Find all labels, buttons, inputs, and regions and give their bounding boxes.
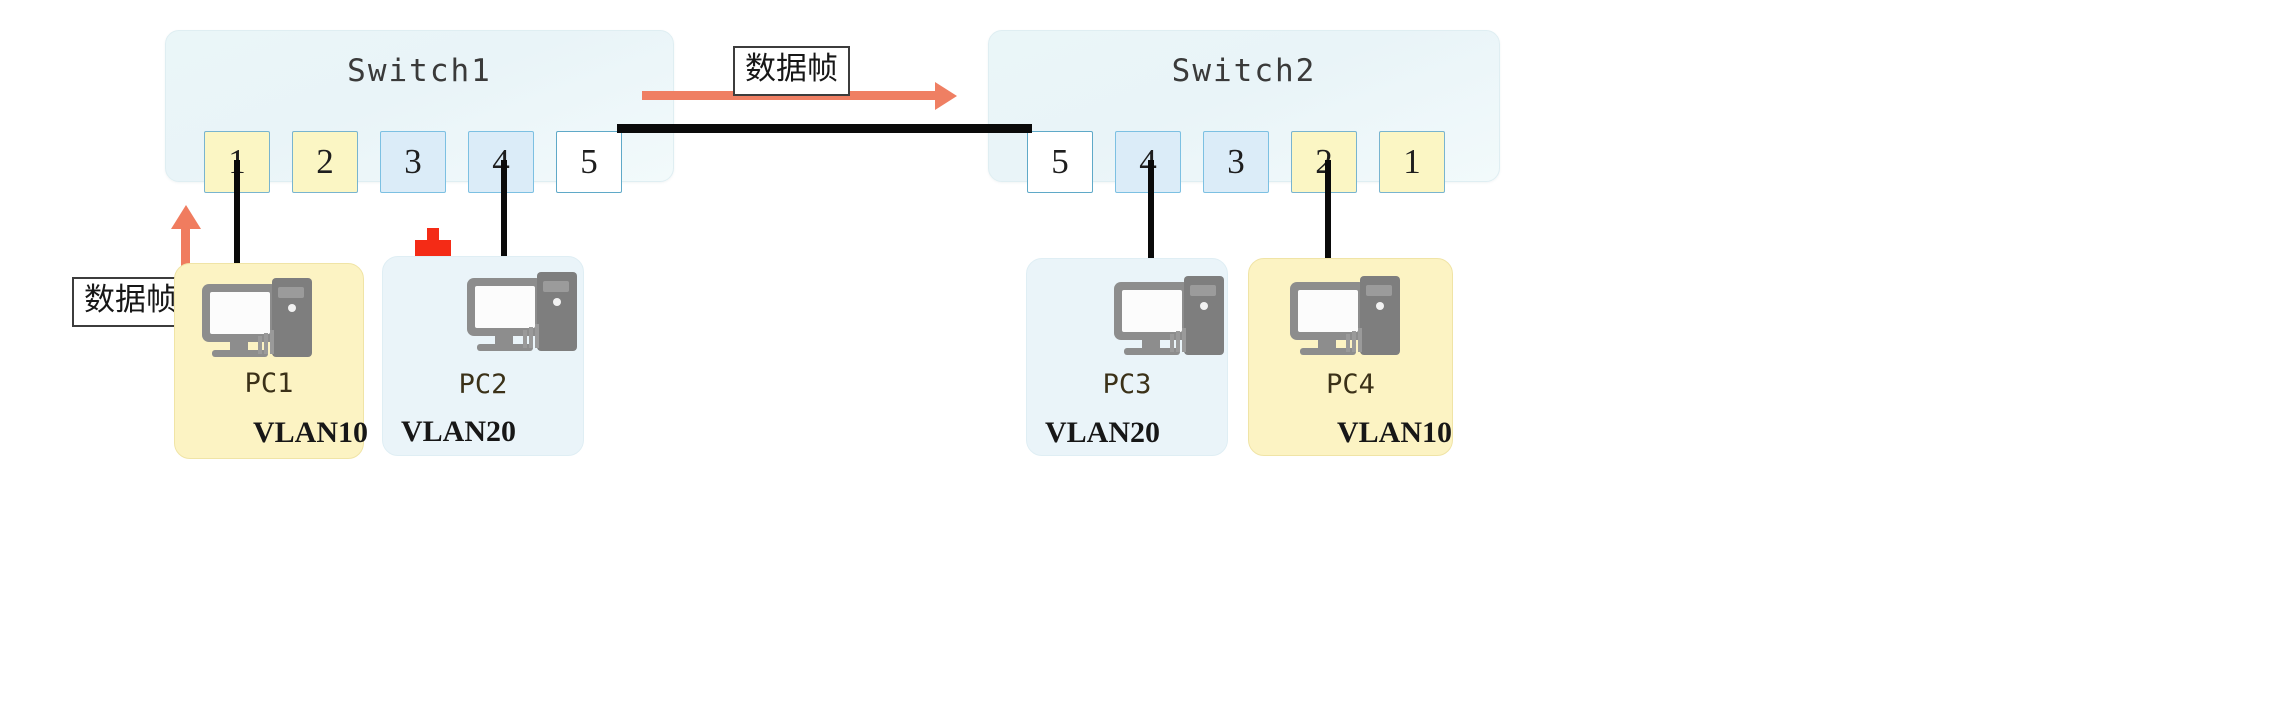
pc3-computer-icon bbox=[1114, 276, 1224, 355]
switch1-port-3[interactable]: 3 bbox=[380, 131, 446, 193]
trunk-link-line bbox=[617, 124, 1032, 133]
trunk-frame-label: 数据帧 bbox=[733, 46, 850, 96]
switch2-chassis[interactable]: Switch2 5 4 3 2 1 bbox=[988, 30, 1500, 193]
pc1-computer-icon bbox=[202, 278, 312, 357]
switch1-port-2[interactable]: 2 bbox=[292, 131, 358, 193]
blocked-cross-icon bbox=[415, 228, 451, 269]
access-frame-label: 数据帧 bbox=[72, 277, 189, 327]
switch2-port-row: 5 4 3 2 1 bbox=[1027, 131, 1445, 193]
switch1-port-row: 1 2 3 4 5 bbox=[204, 131, 622, 193]
pc4-computer-icon bbox=[1290, 276, 1400, 355]
pc1-label: PC1 bbox=[244, 368, 294, 399]
pc2-vlan-tag: VLAN20 bbox=[401, 415, 517, 448]
pc4-vlan-tag: VLAN10 bbox=[1337, 416, 1453, 449]
switch1-chassis[interactable]: Switch1 1 2 3 4 5 bbox=[165, 30, 674, 193]
pc3-label: PC3 bbox=[1102, 369, 1152, 400]
switch2-port-3[interactable]: 3 bbox=[1203, 131, 1269, 193]
switch2-title: Switch2 bbox=[1171, 53, 1317, 89]
pc1-link-line bbox=[234, 160, 240, 300]
pc4-link-line bbox=[1325, 160, 1331, 300]
switch1-title: Switch1 bbox=[347, 53, 492, 89]
trunk-frame-arrowhead bbox=[935, 81, 957, 110]
switch1-port-5[interactable]: 5 bbox=[556, 131, 622, 193]
switch2-port-5[interactable]: 5 bbox=[1027, 131, 1093, 193]
pc2-link-line bbox=[501, 160, 507, 280]
pc2-group-box[interactable]: PC2 VLAN20 bbox=[382, 256, 584, 456]
access-frame-arrowhead bbox=[170, 205, 201, 229]
pc1-vlan-tag: VLAN10 bbox=[253, 416, 369, 449]
switch2-port-2[interactable]: 2 bbox=[1291, 131, 1357, 193]
pc3-link-line bbox=[1148, 160, 1154, 300]
pc4-label: PC4 bbox=[1326, 369, 1375, 400]
pc2-label: PC2 bbox=[458, 369, 508, 400]
pc3-vlan-tag: VLAN20 bbox=[1045, 416, 1161, 449]
switch2-port-1[interactable]: 1 bbox=[1379, 131, 1445, 193]
pc2-computer-icon bbox=[467, 272, 577, 351]
